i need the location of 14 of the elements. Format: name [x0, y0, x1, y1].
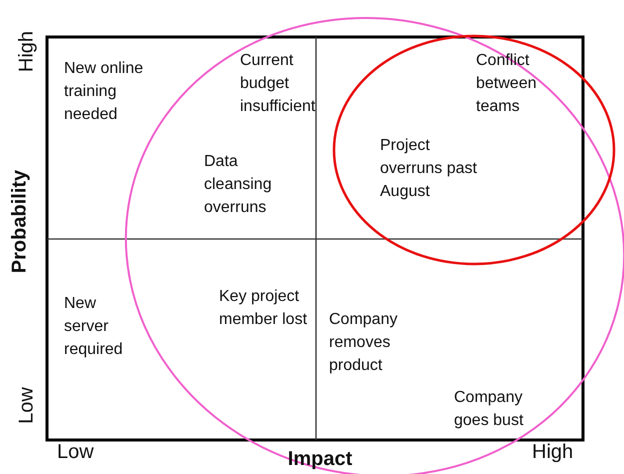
axis-tick-label: High [16, 30, 38, 74]
risk-label: Company removes product [329, 310, 398, 376]
axis-title: Impact [286, 448, 354, 471]
axis-title: Probability [8, 168, 32, 276]
risk-label: Key project member lost [219, 287, 308, 330]
risk-label: Data cleansing overruns [204, 152, 273, 218]
risk-label: New online training needed [64, 59, 144, 125]
axis-tick-label: Low [57, 441, 95, 464]
risk-label: Company goes bust [454, 388, 524, 431]
axis-tick-label: High [532, 441, 574, 464]
risk-label: Project overruns past August [380, 136, 478, 202]
risk-label: Current budget insufficient [240, 51, 316, 117]
axis-tick-label: Low [16, 386, 38, 426]
risk-label: New server required [64, 294, 124, 360]
